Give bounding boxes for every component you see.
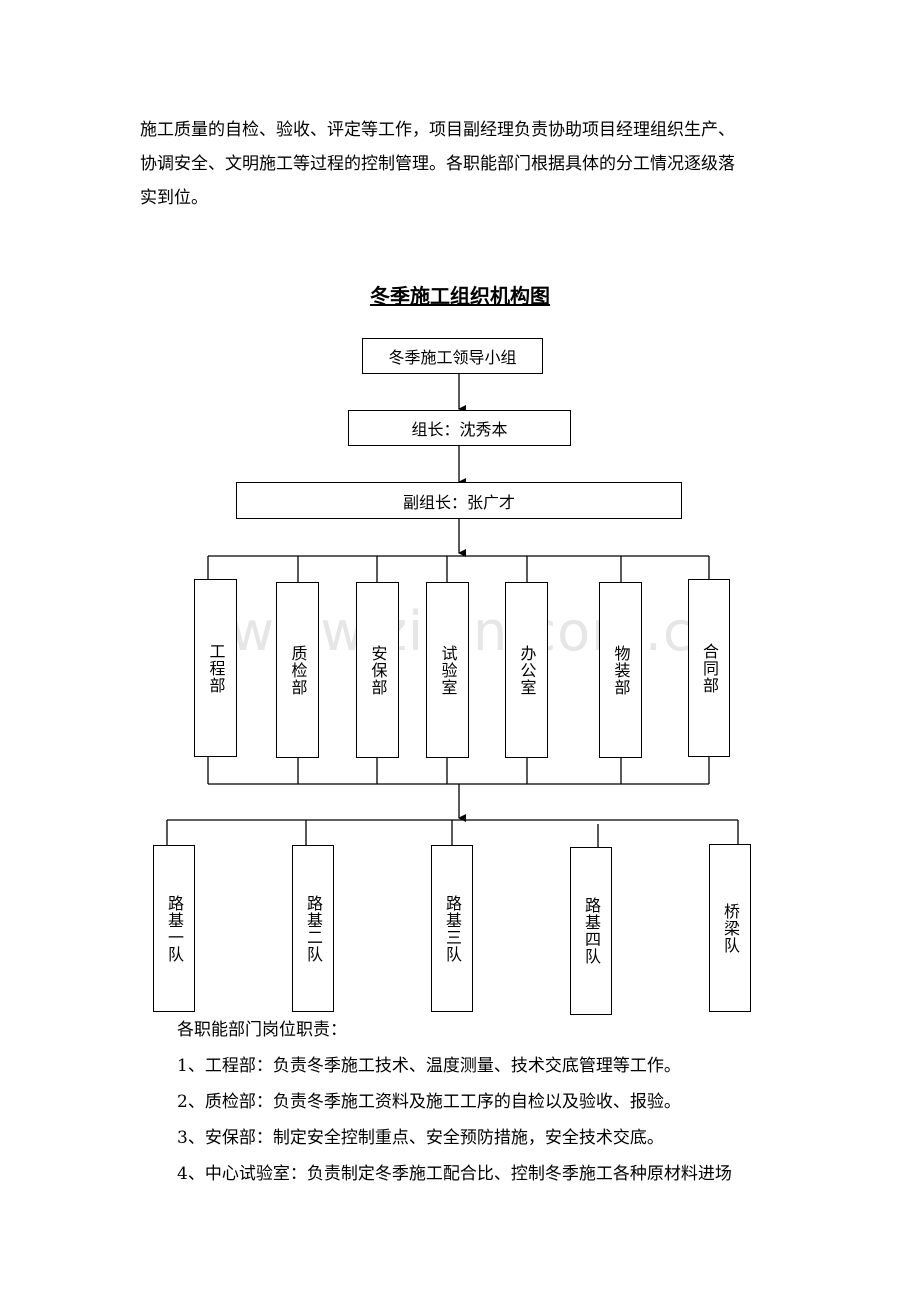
team-box-roadbed-2: 路基二队 xyxy=(292,845,334,1012)
leader-box: 组长：沈秀本 xyxy=(348,410,571,446)
deputy-box: 副组长：张广才 xyxy=(236,482,682,519)
intro-line: 协调安全、文明施工等过程的控制管理。各职能部门根据具体的分工情况逐级落 xyxy=(140,154,735,174)
team-box-roadbed-4: 路基四队 xyxy=(570,847,612,1015)
dept-label: 合同部 xyxy=(700,642,719,694)
leader-group-box: 冬季施工领导小组 xyxy=(362,338,543,374)
team-label: 路基三队 xyxy=(443,894,462,963)
duty-item: 3、安保部：制定安全控制重点、安全预防措施，安全技术交底。 xyxy=(177,1128,664,1148)
team-label: 路基一队 xyxy=(165,894,184,963)
dept-box-lab: 试验室 xyxy=(426,582,469,758)
duties-section: 各职能部门岗位职责： 1、工程部：负责冬季施工技术、温度测量、技术交底管理等工作… xyxy=(177,1012,732,1192)
dept-label: 安保部 xyxy=(368,644,388,696)
team-label: 路基四队 xyxy=(582,897,601,965)
leader-group-label: 冬季施工领导小组 xyxy=(388,348,517,367)
duty-item: 1、工程部：负责冬季施工技术、温度测量、技术交底管理等工作。 xyxy=(177,1056,681,1076)
intro-line: 实到位。 xyxy=(140,188,208,208)
dept-box-quality: 质检部 xyxy=(276,582,319,758)
dept-label: 办公室 xyxy=(517,644,537,696)
dept-box-security: 安保部 xyxy=(356,582,399,758)
dept-box-contract: 合同部 xyxy=(688,579,730,757)
deputy-label: 副组长：张广才 xyxy=(402,492,515,512)
team-box-roadbed-3: 路基三队 xyxy=(431,845,473,1012)
chart-title: 冬季施工组织机构图 xyxy=(370,284,550,308)
dept-label: 工程部 xyxy=(206,642,226,694)
duty-item: 2、质检部：负责冬季施工资料及施工工序的自检以及验收、报验。 xyxy=(177,1092,681,1112)
dept-box-materials: 物装部 xyxy=(599,582,642,758)
dept-label: 试验室 xyxy=(438,644,458,696)
duty-item: 4、中心试验室：负责制定冬季施工配合比、控制冬季施工各种原材料进场 xyxy=(177,1164,732,1184)
duties-heading: 各职能部门岗位职责： xyxy=(177,1020,347,1040)
intro-line: 施工质量的自检、验收、评定等工作，项目副经理负责协助项目经理组织生产、 xyxy=(140,120,735,140)
team-label: 路基二队 xyxy=(304,894,323,963)
dept-label: 物装部 xyxy=(611,644,631,696)
leader-label: 组长：沈秀本 xyxy=(411,420,508,439)
dept-box-engineering: 工程部 xyxy=(194,579,237,757)
intro-paragraph: 施工质量的自检、验收、评定等工作，项目副经理负责协助项目经理组织生产、 协调安全… xyxy=(140,113,790,215)
team-box-bridge: 桥梁队 xyxy=(709,844,751,1012)
dept-label: 质检部 xyxy=(288,644,308,696)
dept-box-office: 办公室 xyxy=(505,582,548,758)
team-box-roadbed-1: 路基一队 xyxy=(153,845,195,1012)
team-label: 桥梁队 xyxy=(721,902,740,954)
